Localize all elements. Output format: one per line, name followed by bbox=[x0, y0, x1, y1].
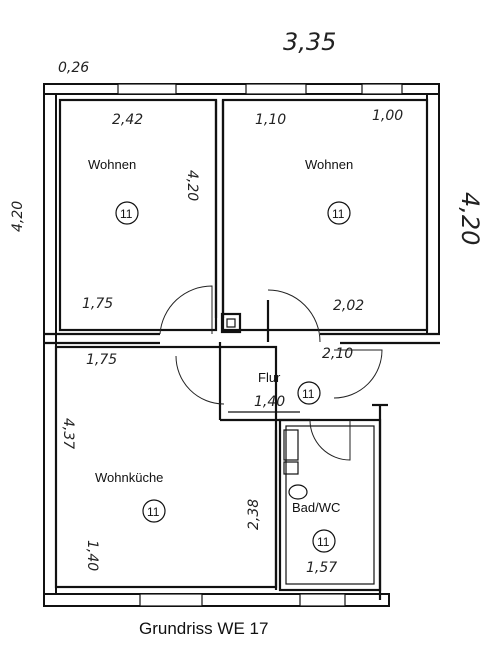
room-label-wohnkueche: Wohnküche bbox=[95, 470, 163, 485]
dim-kueche-width: 1,75 bbox=[86, 352, 117, 368]
room-label-bad: Bad/WC bbox=[292, 500, 340, 515]
dim-wohnen-right-bottom: 2,02 bbox=[333, 298, 364, 314]
room-label-wohnen-left: Wohnen bbox=[88, 157, 136, 172]
room-label-wohnen-right: Wohnen bbox=[305, 157, 353, 172]
dim-wohnen-left-depth: 4,20 bbox=[184, 170, 200, 201]
exterior-walls bbox=[43, 83, 440, 607]
handwritten-dimensions: 3,35 0,26 4,20 4,20 2,42 1,75 4,20 1,10 … bbox=[10, 28, 484, 576]
dim-right-height: 4,20 bbox=[456, 192, 484, 245]
dim-wohnen-right-top: 1,10 bbox=[255, 112, 286, 128]
dim-kueche-side: 2,38 bbox=[246, 499, 262, 530]
room-number-wohnen-left: 11 bbox=[120, 207, 133, 221]
dim-kueche-depth: 4,37 bbox=[60, 418, 76, 449]
room-label-flur: Flur bbox=[258, 370, 281, 385]
room-number-flur: 11 bbox=[302, 387, 315, 401]
dim-left-height: 4,20 bbox=[10, 201, 26, 232]
dim-wohnen-left-bottom: 1,75 bbox=[82, 296, 113, 312]
dim-wohnen-right-top2: 1,00 bbox=[372, 108, 403, 124]
room-labels: Wohnen 11 Wohnen 11 Flur 11 Wohnküche 11… bbox=[88, 157, 353, 553]
dim-top-left-wall: 0,26 bbox=[58, 60, 89, 76]
room-number-wohnen-right: 11 bbox=[332, 207, 345, 221]
room-number-bad: 11 bbox=[317, 535, 330, 549]
dim-wohnen-left-top: 2,42 bbox=[112, 112, 143, 128]
plan-caption: Grundriss WE 17 bbox=[139, 619, 268, 638]
door-swings bbox=[159, 285, 383, 461]
room-number-wohnkueche: 11 bbox=[147, 505, 160, 519]
dim-corner-mark: 2,10 bbox=[322, 346, 353, 362]
dim-top-total: 3,35 bbox=[283, 28, 336, 56]
dim-flur-width: 1,40 bbox=[254, 394, 285, 410]
dim-bad-width: 1,57 bbox=[306, 560, 337, 576]
dim-bottom-left: 1,40 bbox=[84, 540, 100, 571]
interior-walls bbox=[44, 98, 440, 600]
